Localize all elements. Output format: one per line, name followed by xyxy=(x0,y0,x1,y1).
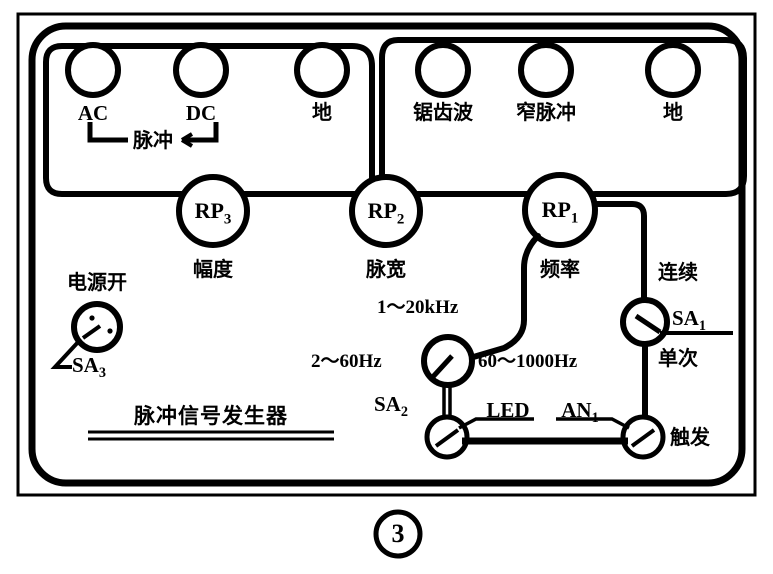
led-leader-line xyxy=(458,417,534,430)
sa3-label: SA3 xyxy=(72,353,106,382)
mode-continuous-label: 连续 xyxy=(658,260,698,284)
panel-title: 脉冲信号发生器 xyxy=(134,404,288,428)
narrow-pulse-terminal-circle[interactable] xyxy=(518,42,574,98)
an1-subscript: 1 xyxy=(591,410,599,427)
rp3-caption: 幅度 xyxy=(193,257,233,281)
sa3-contact-dot-right xyxy=(107,328,113,334)
led-pointer xyxy=(434,428,460,448)
rp1-caption: 频率 xyxy=(540,257,580,281)
ac-terminal-circle[interactable] xyxy=(65,42,121,98)
figure-caption-number: 3 xyxy=(391,519,405,548)
pulse-bracket xyxy=(87,122,128,143)
pulse-bracket-right xyxy=(182,122,219,143)
wire-rp1-to-sa2 xyxy=(467,233,541,361)
led-label: LED xyxy=(486,398,530,422)
rp2-caption: 脉宽 xyxy=(366,257,406,281)
rp3-subscript: 3 xyxy=(223,211,232,228)
sa3-subscript: 3 xyxy=(98,365,106,382)
wire-rp1-to-sa1 xyxy=(594,201,647,300)
sa1-pointer xyxy=(634,313,662,335)
rp1-knob-circle[interactable] xyxy=(522,172,598,248)
narrow-pulse-terminal-label: 窄脉冲 xyxy=(516,100,576,124)
power-switch-caption: 电源开 xyxy=(67,270,127,294)
range-label-60-1000hz: 60～1000Hz xyxy=(478,351,578,372)
panel-outline xyxy=(28,22,746,487)
sa2-subscript: 2 xyxy=(400,404,408,421)
dc-terminal-circle[interactable] xyxy=(173,42,229,98)
figure-caption-circle xyxy=(373,509,423,559)
rp2-id: RP xyxy=(367,198,397,223)
sa3-id: SA xyxy=(72,353,99,377)
an1-pointer xyxy=(630,428,656,448)
ac-terminal-label: AC xyxy=(77,101,109,125)
sa2-label: SA2 xyxy=(374,392,408,421)
sa2-pointer xyxy=(428,354,454,382)
pulse-bracket-arrow xyxy=(180,132,194,148)
rp2-subscript: 2 xyxy=(396,211,405,228)
rp1-id: RP xyxy=(541,197,571,222)
rp1-knob-label: RP1 xyxy=(542,199,579,226)
sa3-contact-dot-upper xyxy=(89,315,95,321)
ground-right-terminal-circle[interactable] xyxy=(645,42,701,98)
pulse-bracket-label: 脉冲 xyxy=(130,130,176,150)
ground-right-terminal-label: 地 xyxy=(663,100,683,124)
sa3-blade xyxy=(81,324,102,340)
range-label-1-20khz: 1～20kHz xyxy=(377,297,459,318)
rp2-knob-label: RP2 xyxy=(368,200,405,227)
sa1-label: SA1 xyxy=(672,306,706,335)
trigger-label: 触发 xyxy=(670,425,710,449)
rp3-knob-label: RP3 xyxy=(195,200,232,227)
sawtooth-terminal-label: 锯齿波 xyxy=(413,100,473,124)
an1-label: AN1 xyxy=(561,398,599,427)
rp3-knob-circle[interactable] xyxy=(176,174,250,248)
sawtooth-terminal-circle[interactable] xyxy=(415,42,471,98)
sa1-subscript: 1 xyxy=(698,318,706,335)
rp3-id: RP xyxy=(194,198,224,223)
sa1-id: SA xyxy=(672,306,699,330)
range-label-2-60hz: 2～60Hz xyxy=(311,351,382,372)
sa3-leader-line xyxy=(50,338,82,369)
dc-terminal-label: DC xyxy=(185,101,217,125)
an1-leader-line xyxy=(556,417,630,430)
rp2-knob-circle[interactable] xyxy=(349,174,423,248)
mode-single-label: 单次 xyxy=(658,346,698,370)
ground-left-terminal-label: 地 xyxy=(312,100,332,124)
outer-border xyxy=(16,12,757,497)
sa2-id: SA xyxy=(374,392,401,416)
rp1-subscript: 1 xyxy=(570,210,579,227)
ground-left-terminal-circle[interactable] xyxy=(294,42,350,98)
an1-id: AN xyxy=(561,398,592,422)
